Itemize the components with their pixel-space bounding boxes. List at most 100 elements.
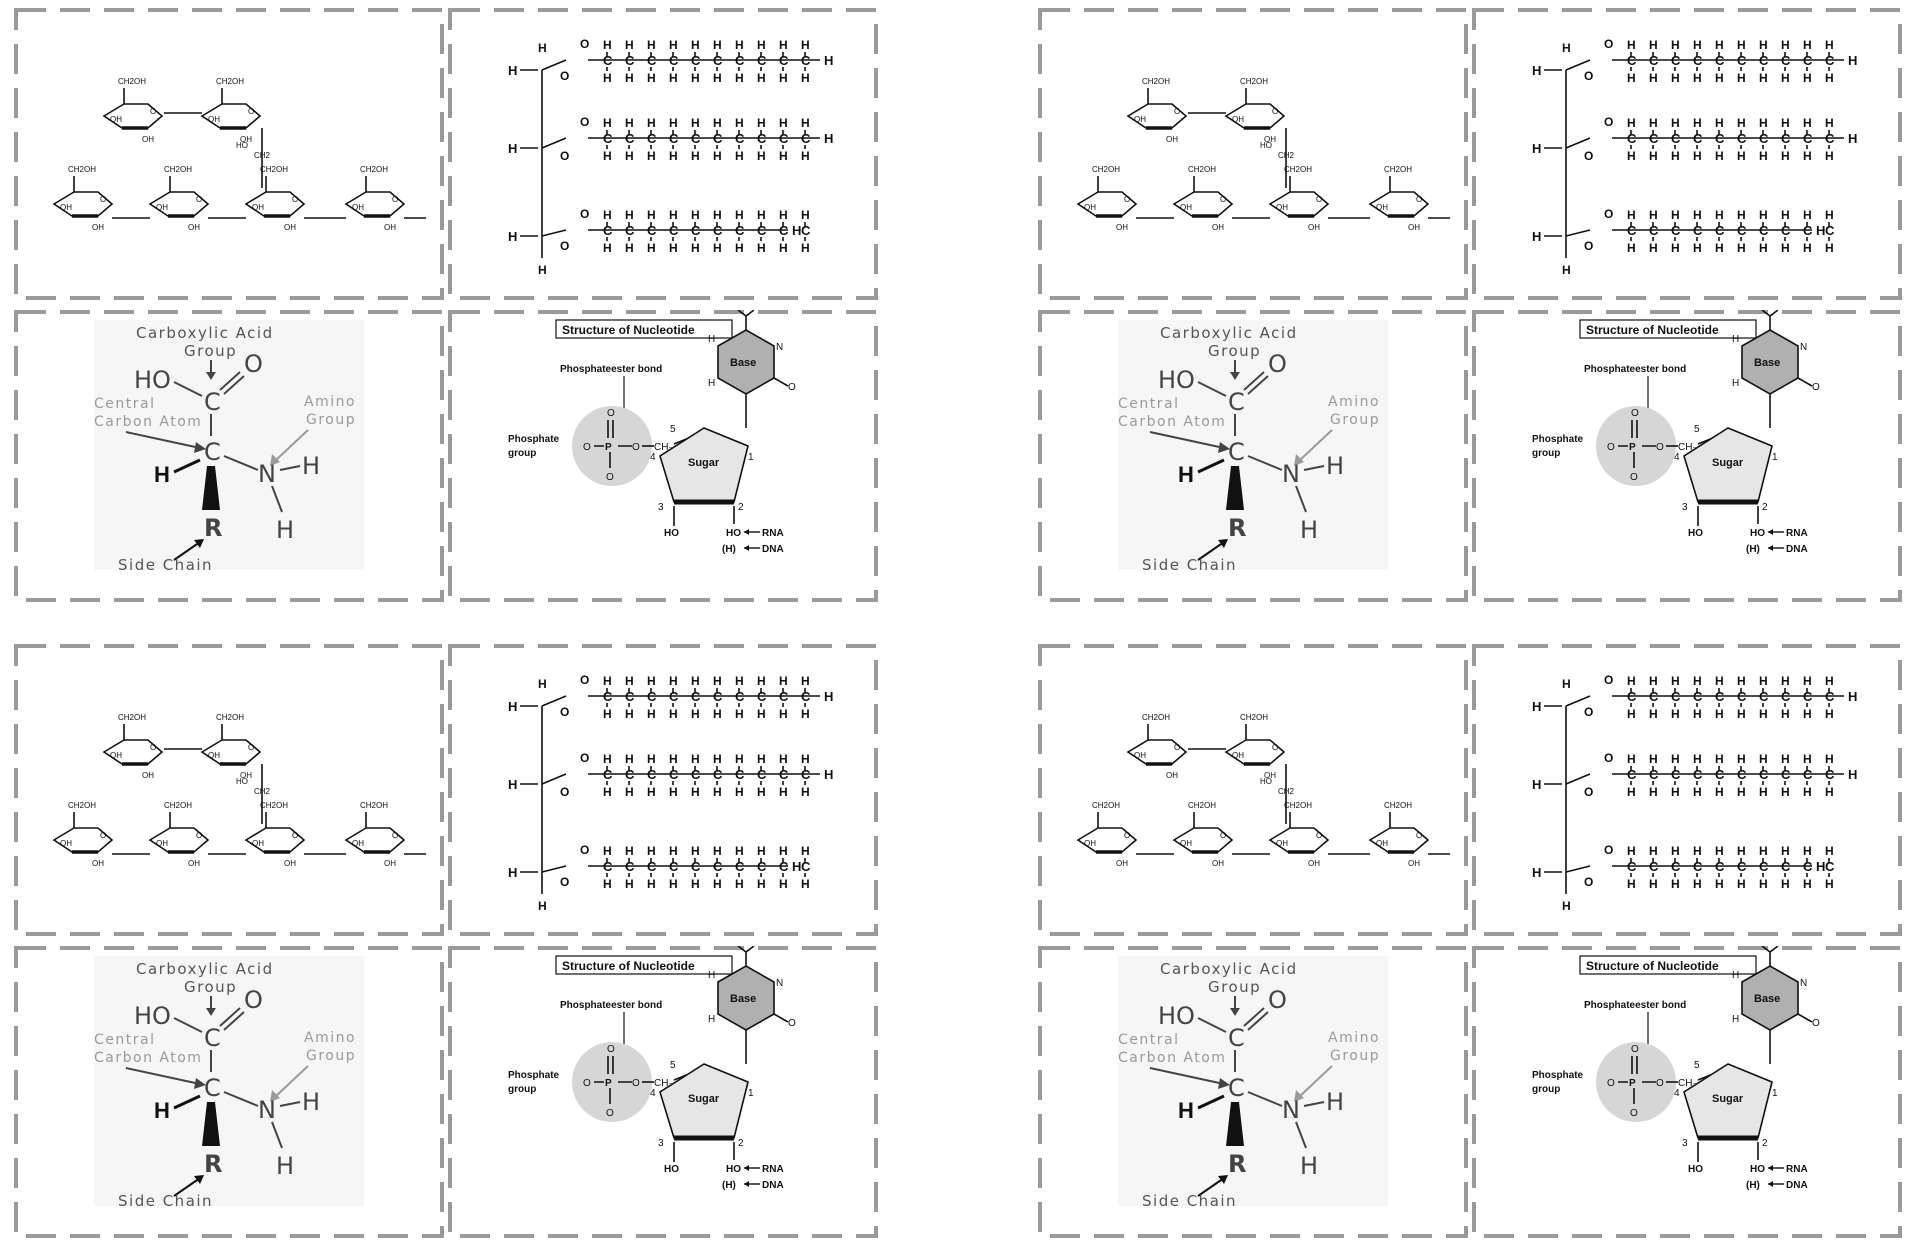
carbon-atom: C (1671, 689, 1681, 704)
hydrogen-atom: H (669, 241, 678, 255)
svg-text:N: N (1800, 342, 1807, 353)
three-prime-ho: HO (664, 1164, 679, 1175)
carbon-atom: C (779, 223, 789, 238)
carbon-atom: C (801, 131, 811, 146)
carbon-atom: C (1759, 859, 1769, 874)
hydrogen-atom: H (1649, 752, 1658, 766)
hydrogen-atom: H (625, 149, 634, 163)
svg-text:5: 5 (1694, 1060, 1700, 1071)
hydrogen-atom: H (1737, 785, 1746, 799)
ch2oh-label: CH2OH (1188, 801, 1216, 810)
dna-label: DNA (762, 544, 784, 555)
carboxylic-group-label: Group (184, 342, 237, 360)
carboxylic-group-label: Group (1208, 978, 1261, 996)
ch2oh-label: CH2OH (164, 801, 192, 810)
side-chain-label: Side Chain (118, 556, 213, 574)
hydrogen-atom: H (1759, 208, 1768, 222)
oh-label: OH (1166, 771, 1178, 780)
hydrogen-atom: H (603, 38, 612, 52)
svg-text:2: 2 (738, 1138, 744, 1149)
carbon-atom: C (647, 131, 657, 146)
carbon-atom: C (647, 859, 657, 874)
carbon-atom: C (1737, 859, 1747, 874)
hydroxyl-label: HO (134, 1002, 171, 1030)
oh-label: OH (1264, 771, 1276, 780)
phosphate-circle (1596, 1042, 1676, 1122)
hydrogen-atom: H (603, 116, 612, 130)
ho-label: HO (1260, 141, 1272, 150)
hydrogen-atom: H (1693, 877, 1702, 891)
hydrogen-atom: H (1671, 116, 1680, 130)
carbon-atom: C (1759, 53, 1769, 68)
hydrogen-atom: H (1759, 149, 1768, 163)
hydrogen-atom: H (1649, 844, 1658, 858)
carboxylic-acid-label: Carboxylic Acid (136, 960, 274, 978)
carboxylic-acid-label: Carboxylic Acid (1160, 960, 1298, 978)
carbon-atom: C (603, 131, 613, 146)
hydrogen-atom: H (154, 462, 170, 487)
hydrogen-atom: H (779, 844, 788, 858)
hydroxyl-label: HO (1158, 1002, 1195, 1030)
carbon-atom: C (1627, 767, 1637, 782)
hydrogen-atom: H (1532, 699, 1541, 714)
carbon-atom: C (713, 767, 723, 782)
carbonyl-carbon: C (1228, 388, 1245, 416)
carbon-atom: C (1715, 53, 1725, 68)
hydrogen-atom: H (1532, 229, 1541, 244)
oxygen-atom: O (560, 875, 569, 889)
h-dna-label: (H) (1746, 1180, 1760, 1191)
hydrogen-atom: H (1671, 785, 1680, 799)
hydrogen-atom: H (801, 707, 810, 721)
nucleotide-card: Structure of Nucleotide Phosphateester b… (448, 946, 878, 1238)
carbon-atom: C (1803, 53, 1813, 68)
oh-label: OH (1376, 839, 1388, 848)
carbon-atom-label: Carbon Atom (94, 414, 202, 430)
hydrogen-atom: H (801, 149, 810, 163)
hydrogen-atom: H (1300, 516, 1318, 544)
hydrogen-atom: H (669, 785, 678, 799)
hydroxyl-label: HO (1158, 366, 1195, 394)
carbon-atom: C (1737, 223, 1747, 238)
hydrogen-atom: H (1848, 131, 1857, 146)
carbon-atom: C (1693, 131, 1703, 146)
svg-text:O: O (788, 1018, 796, 1029)
oh-label: OH (1264, 135, 1276, 144)
carbonyl-oxygen: O (244, 986, 263, 1014)
oh-label: OH (352, 203, 364, 212)
carbon-atom: C (735, 223, 745, 238)
cut-line (448, 644, 878, 936)
oxygen-atom: O (1584, 785, 1593, 799)
carbon-atom: C (1693, 223, 1703, 238)
carbon-atom: C (1781, 689, 1791, 704)
carbon-atom: C (1627, 53, 1637, 68)
two-prime-ho: HO (1750, 1164, 1765, 1175)
ring-oxygen: O (1220, 831, 1226, 840)
carbon-atom: C (1715, 689, 1725, 704)
carbon-atom: C (1825, 767, 1835, 782)
r-group: R (204, 514, 222, 542)
hydrogen-atom: H (1649, 208, 1658, 222)
hydrogen-atom: H (691, 116, 700, 130)
oh-label: OH (92, 223, 104, 232)
hydrogen-atom: H (1649, 241, 1658, 255)
hydrogen-atom: H (1759, 116, 1768, 130)
carbon-atom: C (669, 859, 679, 874)
oxygen-atom: O (580, 37, 589, 51)
oxygen-atom: O (580, 843, 589, 857)
hydrogen-atom: H (1178, 462, 1194, 487)
hydrogen-atom: H (1825, 752, 1834, 766)
card-sheet-3: CH2OH OH OH O CH2OH OH OH O CH2OH OH OH … (0, 636, 884, 1246)
carbon-atom: C (603, 223, 613, 238)
ring-oxygen: O (292, 195, 298, 204)
oxygen-atom: O (560, 239, 569, 253)
hydrogen-atom: H (779, 71, 788, 85)
hydrogen-atom: H (735, 877, 744, 891)
amino-group-label: Group (306, 412, 356, 428)
hydrogen-atom: H (691, 844, 700, 858)
hydrogen-atom: H (757, 71, 766, 85)
hydrogen-atom: H (1649, 38, 1658, 52)
oh-label: OH (110, 751, 122, 760)
oh-label: OH (142, 771, 154, 780)
starch-card: CH2OH OH OH O CH2OH OH OH O CH2OH OH OH … (1038, 644, 1468, 936)
hydrogen-atom: H (1649, 149, 1658, 163)
